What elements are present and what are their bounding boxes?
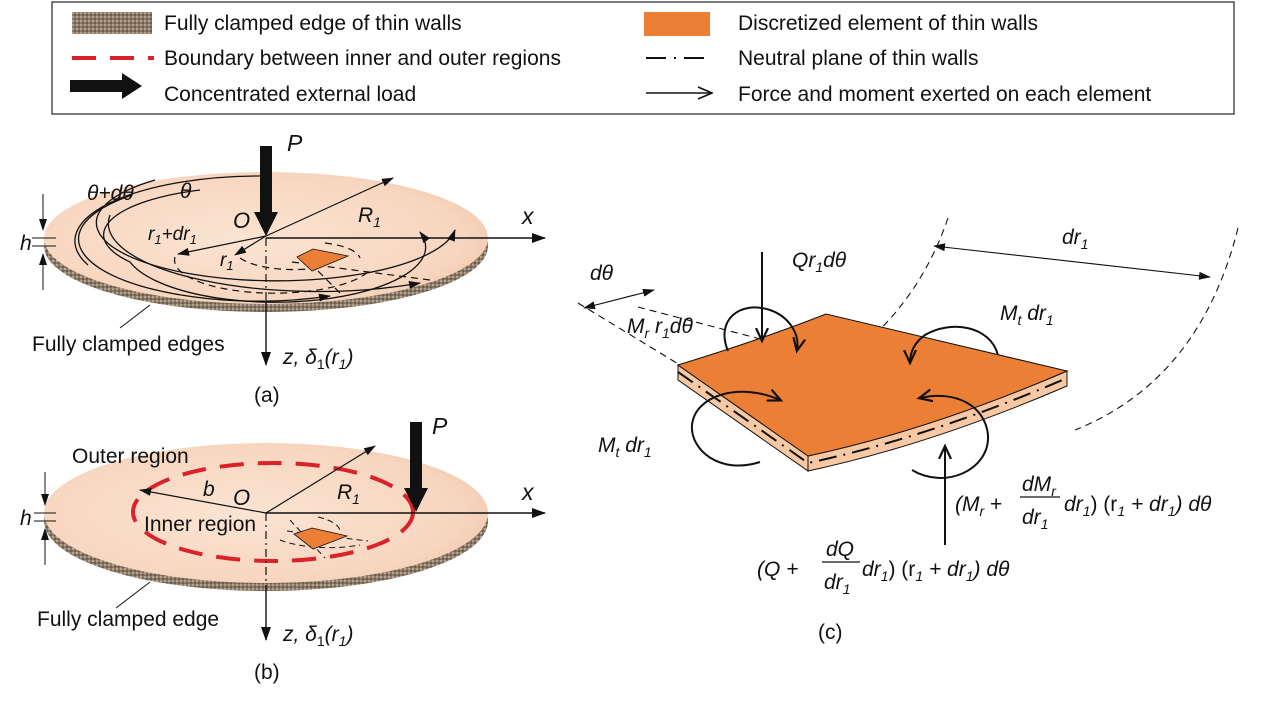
svg-text:dr1) (r1 + dr1) dθ: dr1) (r1 + dr1) dθ (1064, 493, 1212, 519)
element-arc-b (317, 516, 341, 533)
svg-text:dr1: dr1 (1022, 506, 1048, 532)
dr1-label: dr1 (1062, 226, 1088, 252)
svg-text:dQ: dQ (826, 538, 854, 561)
radius-label-b: R1 (337, 481, 360, 507)
r1-label-a: r1 (220, 250, 234, 273)
load-arrow-b (404, 422, 428, 512)
edge-label-b: Fully clamped edge (37, 608, 219, 631)
svg-text:dr1) (r1 + dr1) dθ: dr1) (r1 + dr1) dθ (862, 558, 1010, 584)
r1dr1-line-a (177, 235, 267, 256)
thickness-dimension-b: h (20, 472, 56, 565)
dtheta-label: dθ (590, 262, 614, 285)
legend-frame (51, 1, 1235, 115)
svg-text:(Q +: (Q + (757, 558, 798, 581)
legend-label-clamped: Fully clamped edge of thin walls (164, 12, 462, 35)
legend-swatch-load (70, 73, 142, 99)
r1-line-a (234, 235, 267, 256)
guide-arc-outer-c (1074, 227, 1239, 431)
tangential-moment-label-left: Mt dr1 (598, 434, 652, 460)
z-axis-label-a: z, δ1(r1) (282, 346, 353, 372)
legend-label-element: Discretized element of thin walls (738, 12, 1038, 35)
r1dr1-label-a: r1+dr1 (148, 224, 197, 247)
edge-leader-b (115, 581, 151, 609)
svg-text:dMr: dMr (1022, 473, 1057, 499)
panel-a: h P O x R1 θ θ+dθ r1+dr1 r1 (20, 130, 546, 407)
radius-line-a (265, 177, 394, 237)
r1dr1-arc-a (173, 256, 371, 294)
discretized-element-b (293, 527, 349, 550)
arc-lower2-a (107, 214, 421, 293)
caption-c: (c) (818, 621, 843, 644)
theta-d-label-a: θ+dθ (87, 182, 134, 205)
x-axis-label-a: x (521, 203, 535, 229)
tangential-moment-arrow-left (690, 392, 780, 467)
legend-label-boundary: Boundary between inner and outer regions (164, 47, 561, 70)
radial-moment-increment-arrow (911, 396, 990, 479)
theta-d-arc-a (95, 179, 456, 282)
r1-arc-a (239, 257, 319, 271)
legend: Fully clamped edge of thin walls Boundar… (51, 1, 1235, 115)
inner-radius-line-b (139, 488, 267, 514)
legend-swatch-element (644, 12, 710, 36)
panel-c: dθ dr1 Qr1dθ Mr r1dθ Mt dr1 Mt dr1 (Mr +… (577, 217, 1239, 644)
element-arc2-b (279, 539, 361, 549)
outer-region-label: Outer region (72, 445, 189, 468)
inner-outer-boundary (131, 461, 415, 563)
theta-arc-a (102, 189, 430, 303)
radial-moment-label: Mr r1dθ (627, 315, 693, 341)
tangential-moment-arrow-top (910, 325, 999, 362)
panel-b: h P Outer region Inner region b O x R1 z… (20, 413, 546, 684)
guide-line-left-c (577, 302, 681, 366)
legend-label-load: Concentrated external load (164, 83, 416, 106)
legend-swatch-clamped (72, 12, 152, 34)
discretized-element-a (296, 248, 350, 272)
arc-outer-a (74, 175, 266, 266)
x-axis-label-b: x (521, 479, 535, 505)
inner-radius-label: b (203, 478, 215, 501)
element-radial2-a (317, 270, 341, 294)
legend-label-neutral: Neutral plane of thin walls (738, 47, 978, 70)
edge-leader-a (119, 304, 151, 329)
shear-increment-label: (Q + dQ dr1 dr1) (r1 + dr1) dθ (757, 538, 1010, 597)
thickness-dimension-a: h (20, 194, 56, 290)
dr1-dimension (933, 243, 1211, 280)
thickness-label-b: h (20, 507, 32, 530)
arc-lower-a (77, 194, 331, 302)
shear-force-top-label: Qr1dθ (792, 249, 847, 275)
radial-moment-increment-label: (Mr + dMr dr1 dr1) (r1 + dr1) dθ (955, 473, 1212, 532)
theta-label-a: θ (180, 180, 192, 203)
svg-text:dr1: dr1 (824, 571, 850, 597)
z-axis-label-b: z, δ1(r1) (282, 623, 353, 649)
load-label-b: P (432, 413, 448, 439)
load-label-a: P (287, 130, 303, 156)
origin-label-a: O (233, 208, 250, 233)
thickness-label-a: h (20, 232, 32, 255)
radius-line-b (265, 445, 376, 514)
edge-label-a: Fully clamped edges (32, 333, 225, 356)
dtheta-dimension (583, 288, 655, 310)
element-top (676, 313, 1069, 457)
caption-b: (b) (254, 661, 280, 684)
tangential-moment-label-top: Mt dr1 (1000, 302, 1054, 328)
inner-region-label: Inner region (144, 513, 256, 536)
load-arrow-a (254, 146, 278, 236)
element-arc-a (324, 242, 361, 259)
caption-a: (a) (254, 384, 280, 407)
svg-text:(Mr +: (Mr + (955, 493, 1002, 519)
legend-label-force: Force and moment exerted on each element (738, 83, 1151, 106)
neutral-plane-line (677, 371, 1068, 465)
origin-label-b: O (233, 485, 250, 510)
radial-moment-arrow (723, 306, 797, 351)
radius-label-a: R1 (358, 204, 381, 230)
